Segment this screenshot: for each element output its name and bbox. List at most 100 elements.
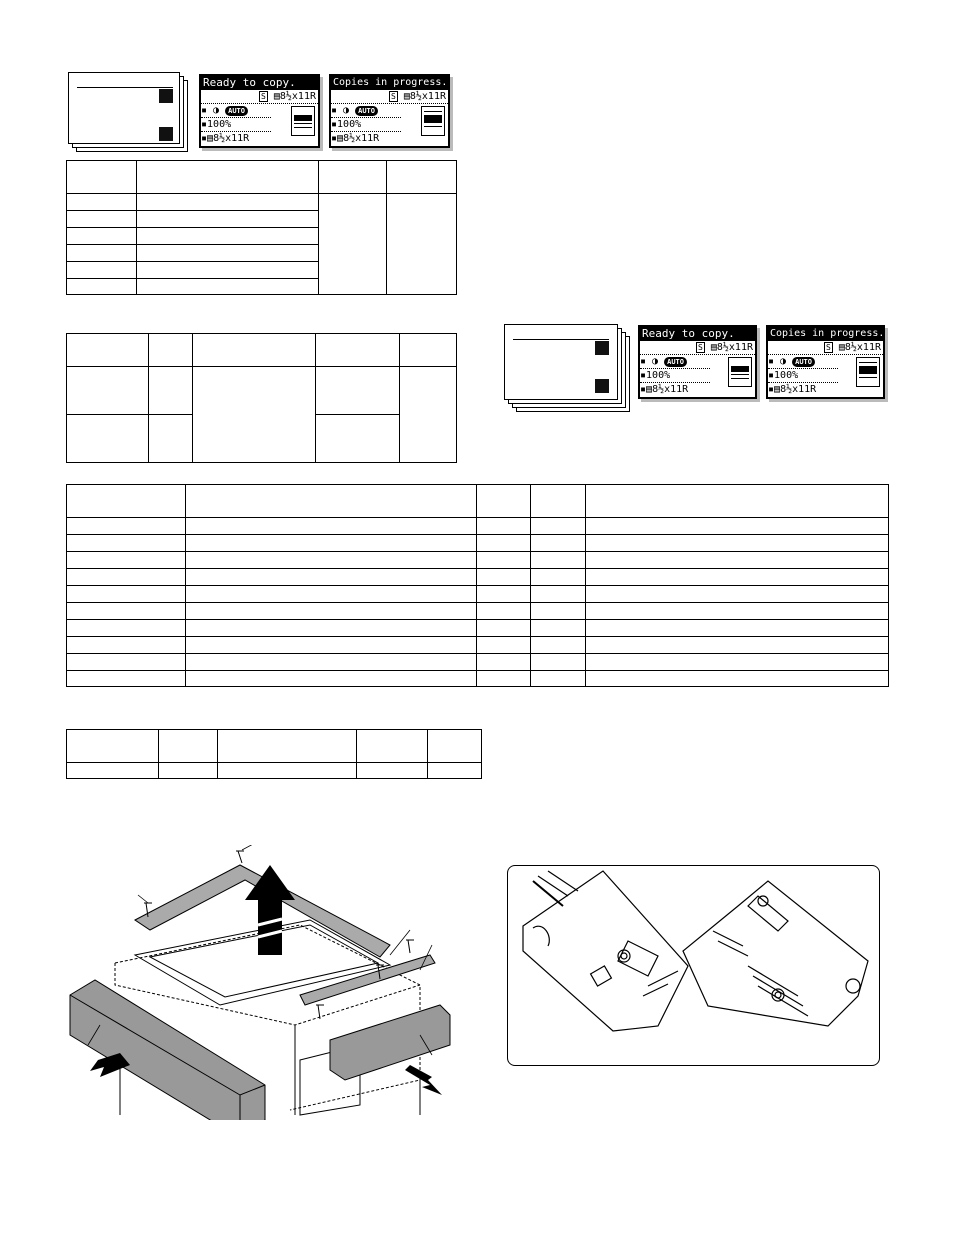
lcd-progress-screen-2: Copies in progress. S ▤8½x11R ▪ ◑ AUTO ▪… [766,325,885,399]
lcd-paper-bottom: 8½x11R [343,133,380,144]
lcd-ratio: 100% [337,119,362,130]
table-row [66,551,889,569]
divider [513,339,609,340]
blank-screen [68,72,180,144]
table-row [66,602,889,620]
black-marker [159,127,173,141]
contrast-icon: ◑ [343,105,350,116]
lcd-paper-top: 8½x11R [409,91,446,102]
lcd-exposure-row: ▪ ◑ AUTO [768,355,838,369]
contrast-icon: ◑ [780,356,787,367]
table-3 [66,484,889,687]
table-row [66,568,889,586]
disassembly-illustration [69,845,451,1120]
lcd-ready-screen-1: Ready to copy. S ▤8½x11R ▪ ◑ AUTO ▪100% … [199,74,320,148]
copier-icon [728,357,752,387]
lcd-exposure-row: ▪ ◑ AUTO [331,104,401,118]
lcd-paper-top: 8½x11R [844,342,881,353]
sort-icon: S [823,342,833,353]
table-row [66,619,889,637]
lcd-paper-row-bottom: ▪▤8½x11R [768,384,817,395]
right-cover [329,1004,451,1081]
direction-arrow-icon [90,1053,130,1077]
table-row [66,414,457,463]
paper-tray-icon: ▤ [403,91,410,102]
black-marker [159,89,173,103]
lcd-title: Copies in progress. [768,327,885,341]
lcd-ready-screen-2: Ready to copy. S ▤8½x11R ▪ ◑ AUTO ▪100% … [638,325,757,399]
blank-screen [504,324,618,400]
table-row [66,653,889,671]
lcd-paper-bottom: 8½x11R [780,384,817,395]
copier-icon [856,357,880,387]
black-marker [595,341,609,355]
lcd-ratio-row: ▪100% [331,118,401,132]
table-row [66,193,457,295]
table-2 [66,333,457,463]
table-1 [66,160,457,295]
table-row [66,244,457,262]
lcd-paper-row: S ▤8½x11R [201,90,318,104]
lcd-ratio-row: ▪100% [201,118,271,132]
paper-tray-icon: ▤ [207,133,214,144]
lcd-paper-row-bottom: ▪▤8½x11R [331,133,380,144]
lcd-paper-top: 8½x11R [716,342,753,353]
lcd-paper-row: S ▤8½x11R [331,90,448,104]
lcd-paper-bottom: 8½x11R [213,133,250,144]
table-row [66,585,889,603]
table-header-row [66,333,457,367]
detail-illustration-frame [507,865,880,1066]
auto-badge: AUTO [355,106,378,116]
lcd-ratio-row: ▪100% [768,369,838,383]
paper-tray-icon: ▤ [838,342,845,353]
lcd-paper-row: S ▤8½x11R [640,341,755,355]
direction-arrow-icon [405,1065,442,1095]
detail-illustration [522,870,869,1032]
table-row [66,517,889,535]
contrast-icon: ◑ [652,356,659,367]
copier-icon [291,106,315,136]
table-header-row [66,484,889,518]
lcd-paper-row-bottom: ▪▤8½x11R [201,133,250,144]
lcd-exposure-row: ▪ ◑ AUTO [201,104,271,118]
lcd-exposure-row: ▪ ◑ AUTO [640,355,710,369]
table-row [66,366,457,463]
lcd-progress-screen-1: Copies in progress. S ▤8½x11R ▪ ◑ AUTO ▪… [329,74,450,148]
paper-tray-icon: ▤ [337,133,344,144]
table-row [66,278,457,295]
contrast-icon: ◑ [213,105,220,116]
sort-icon: S [388,91,398,102]
table-row [66,670,889,687]
table-header-row [66,160,457,194]
paper-tray-icon: ▤ [774,384,781,395]
lcd-ratio: 100% [207,119,232,130]
direction-arrow-icon [245,865,295,955]
paper-tray-icon: ▤ [646,384,653,395]
lcd-paper-top: 8½x11R [279,91,316,102]
lcd-paper-row: S ▤8½x11R [768,341,883,355]
table-header-row [66,729,482,763]
lcd-ratio: 100% [774,370,799,381]
table-row [66,762,482,779]
lcd-ratio-row: ▪100% [640,369,710,383]
sort-icon: S [258,91,268,102]
auto-badge: AUTO [664,357,687,367]
lcd-title: Ready to copy. [640,327,755,341]
black-marker [595,379,609,393]
auto-badge: AUTO [792,357,815,367]
divider [77,87,173,88]
lcd-paper-bottom: 8½x11R [652,384,689,395]
lcd-title: Copies in progress. [331,76,448,90]
screw-icon [144,850,414,1020]
front-cover [69,979,266,1120]
auto-badge: AUTO [225,106,248,116]
table-4 [66,729,482,779]
lcd-ratio: 100% [646,370,671,381]
sort-icon: S [695,342,705,353]
copier-icon [421,106,445,136]
table-row [66,534,889,552]
table-row [66,636,889,654]
paper-tray-icon: ▤ [273,91,280,102]
lcd-paper-row-bottom: ▪▤8½x11R [640,384,689,395]
paper-tray-icon: ▤ [710,342,717,353]
